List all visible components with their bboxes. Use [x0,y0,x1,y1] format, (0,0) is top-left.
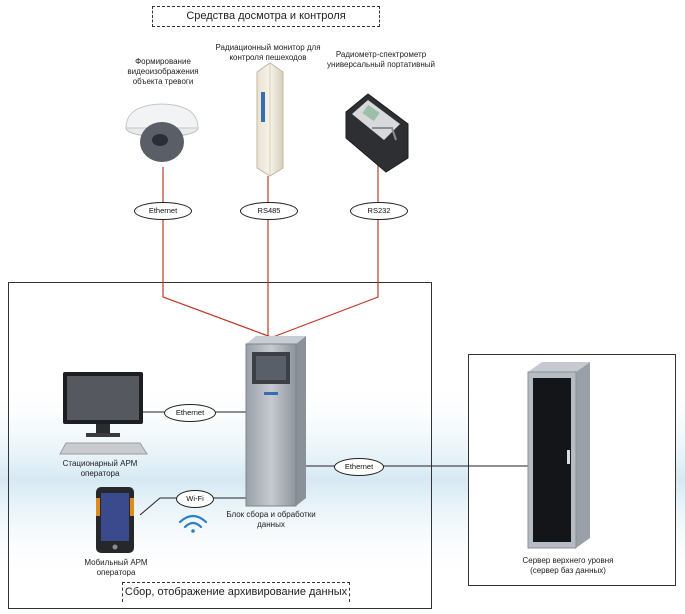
camera-caption: Формирование видеоизображения объекта тр… [127,57,199,86]
wifi-icon [178,514,208,533]
top-title-text: Средства досмотра и контроля [186,10,346,22]
bottom-title-text: Сбор, отображение архивирование данных [124,586,348,598]
camera-connector: Ethernet [134,202,192,220]
server-connector: Ethernet [334,458,384,476]
collection-frame [8,282,432,609]
server-caption: Сервер верхнего уровня (сервер баз данны… [522,556,614,575]
server-rack-icon [527,362,590,549]
top-section-title: Средства досмотра и контроля [152,6,380,27]
workstation-caption: Стационарный АРМ оператора [62,459,138,478]
mobile-caption: Мобильный АРМ оператора [84,558,148,577]
data-unit-icon [245,336,306,507]
portal-icon [256,62,284,177]
mobile-icon [96,487,134,553]
workstation-connector: Ethernet [164,404,216,422]
spectrometer-line [272,162,379,338]
spectrometer-caption: Радиометр-спектрометр универсальный порт… [326,50,435,69]
bottom-section-title: Сбор, отображение архивирование данных [122,582,350,602]
portal-caption: Радиационный монитор для контроля пешехо… [215,43,321,62]
mobile-line [139,497,246,516]
mobile-connector: Wi-Fi [176,490,214,508]
camera-icon [125,103,199,162]
camera-line [162,167,272,338]
portal-connector: RS485 [240,202,298,220]
monitor-icon [59,372,148,455]
unit-caption: Блок сбора и обработки данных [226,510,316,529]
spectrometer-connector: RS232 [350,202,408,220]
spectrometer-icon [345,93,409,173]
